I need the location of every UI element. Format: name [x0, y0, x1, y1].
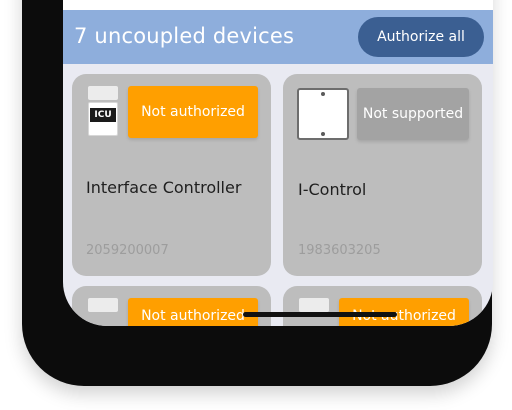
icu-device-icon: [299, 298, 329, 326]
device-serial: 2059200007: [86, 243, 169, 258]
app-screen: 7 uncoupled devices Authorize all ICU No…: [63, 0, 493, 326]
icu-device-icon: ICU: [88, 86, 118, 138]
icu-device-top: [88, 86, 118, 100]
uncoupled-devices-title: 7 uncoupled devices: [74, 24, 295, 48]
device-card[interactable]: Not authorized: [72, 286, 271, 326]
not-authorized-badge[interactable]: Not authorized: [128, 298, 258, 326]
device-card-interface-controller[interactable]: ICU Not authorized Interface Controller …: [72, 74, 271, 276]
phone-frame: 7 uncoupled devices Authorize all ICU No…: [22, 0, 493, 386]
icu-device-top: [299, 298, 329, 312]
not-authorized-badge[interactable]: Not authorized: [128, 86, 258, 138]
device-card-i-control[interactable]: Not supported I-Control 1983603205: [283, 74, 482, 276]
device-serial: 1983603205: [298, 243, 381, 258]
top-area: [63, 0, 493, 10]
not-supported-badge: Not supported: [357, 88, 469, 140]
authorize-all-button[interactable]: Authorize all: [358, 17, 484, 57]
status-label: Not authorized: [141, 308, 245, 324]
device-name: Interface Controller: [86, 178, 242, 197]
tablet-device-icon: [297, 88, 349, 140]
icu-device-top: [88, 298, 118, 312]
home-indicator: [243, 312, 397, 317]
icu-device-icon: [88, 298, 118, 326]
device-name: I-Control: [298, 180, 367, 199]
icu-label: ICU: [90, 108, 116, 122]
device-card[interactable]: Not authorized: [283, 286, 482, 326]
uncoupled-devices-header: 7 uncoupled devices Authorize all: [63, 10, 493, 64]
